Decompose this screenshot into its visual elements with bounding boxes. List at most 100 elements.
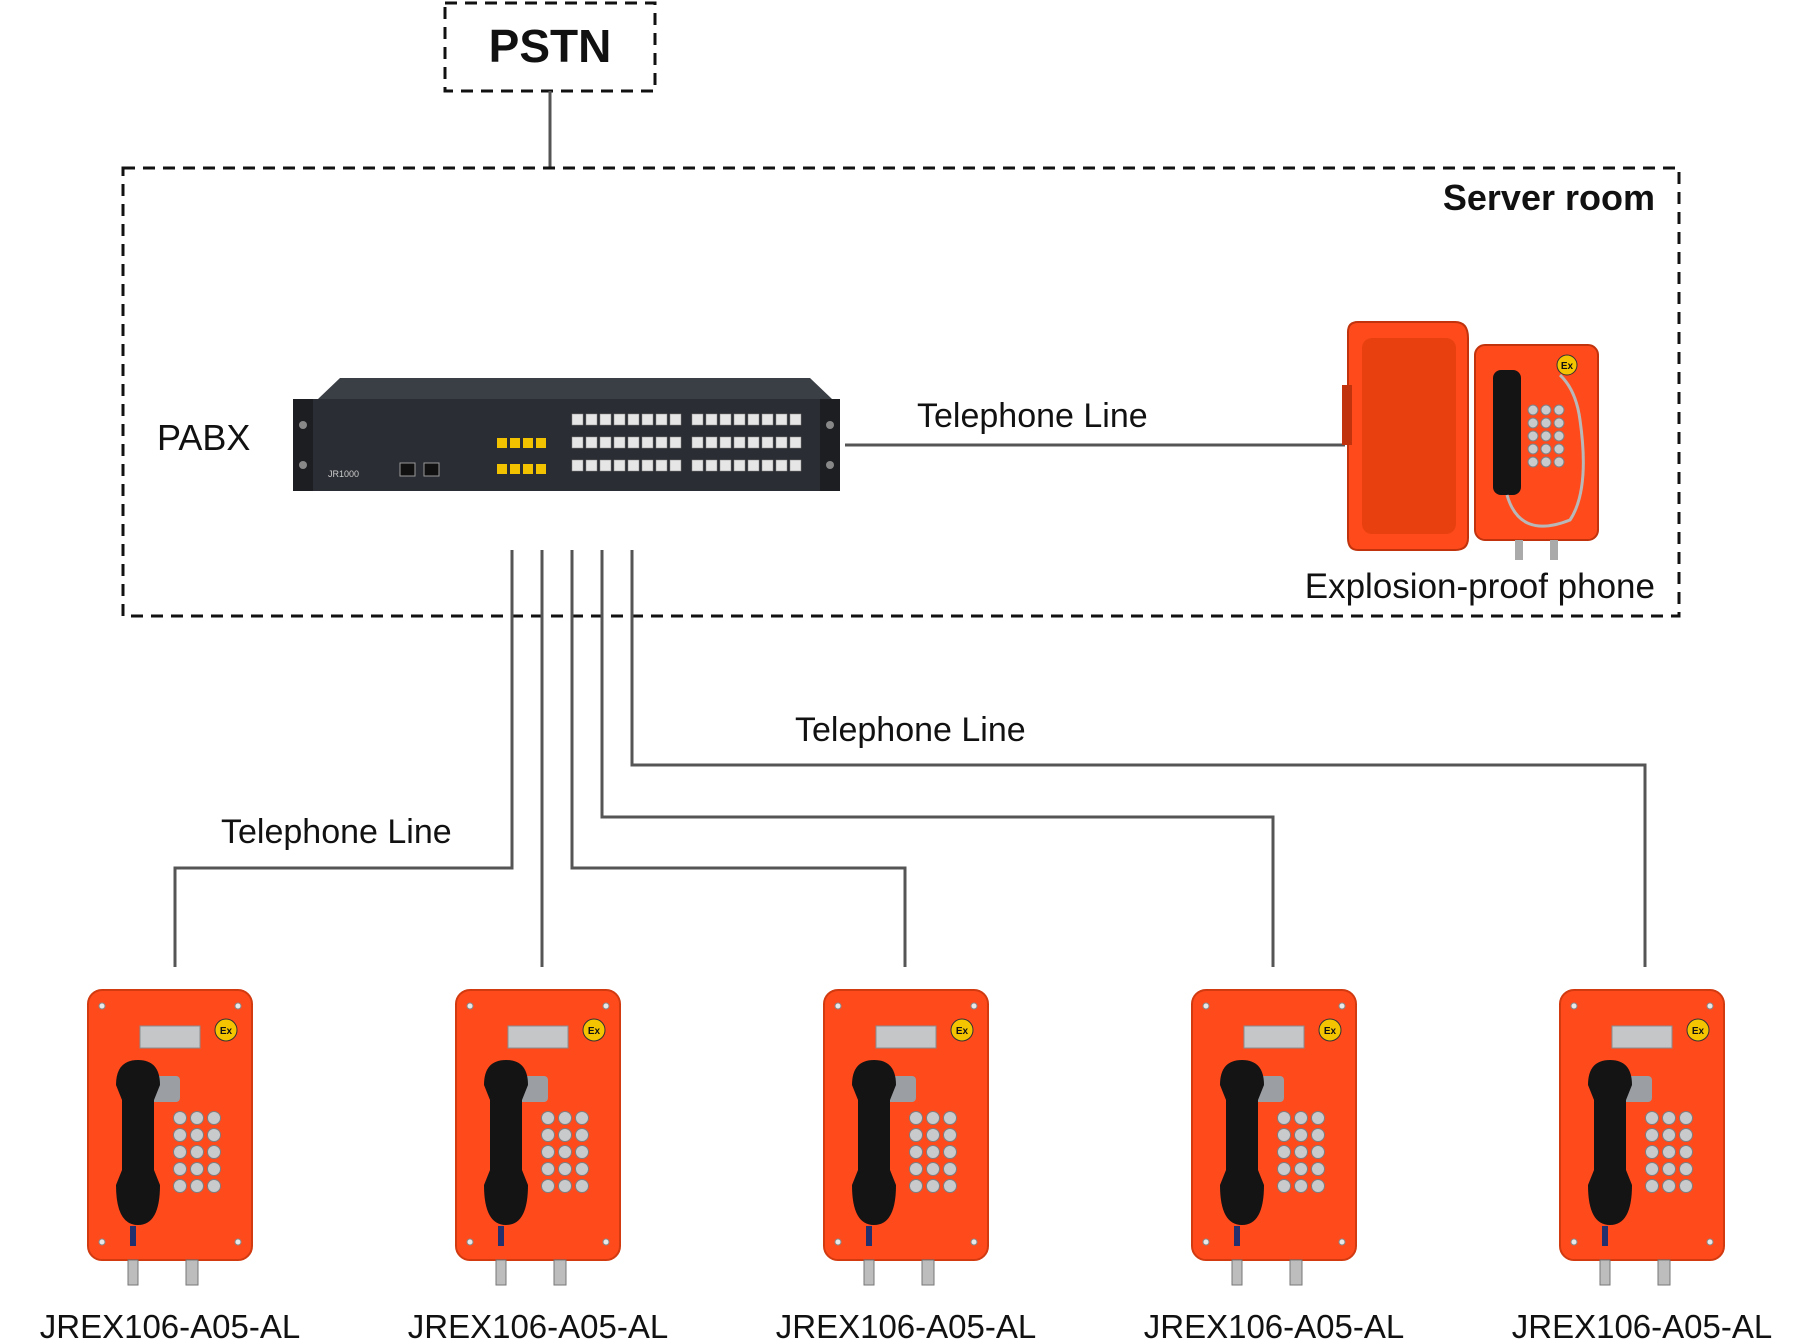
- ex-badge-icon: [1686, 1018, 1710, 1042]
- keypad-key: [1311, 1162, 1325, 1176]
- pabx-port: [599, 459, 612, 472]
- keypad-key: [926, 1128, 940, 1142]
- keypad-key: [1527, 417, 1539, 429]
- server-room-boundary: Server room: [121, 166, 1681, 618]
- pabx-port: [719, 436, 732, 449]
- cable-gland: [1231, 1259, 1243, 1286]
- screw: [1202, 1238, 1210, 1246]
- keypad-key: [207, 1179, 221, 1193]
- keypad-key: [173, 1179, 187, 1193]
- server-room-label: Server room: [1443, 177, 1655, 218]
- keypad-key: [1645, 1111, 1659, 1125]
- keypad-key: [1553, 456, 1565, 468]
- pabx-yellow-port: [510, 438, 520, 448]
- keypad-key: [541, 1162, 555, 1176]
- keypad-key: [926, 1145, 940, 1159]
- pabx-port: [613, 413, 626, 426]
- screw: [602, 1238, 610, 1246]
- screw: [466, 1238, 474, 1246]
- phone-model-label: JREX106-A05-AL: [1144, 1308, 1404, 1344]
- keypad-key: [926, 1179, 940, 1193]
- line-to-phone-4: [600, 550, 1275, 967]
- pabx-port: [641, 436, 654, 449]
- line-label-wall-phone: Telephone Line: [917, 397, 1148, 435]
- screw: [1338, 1238, 1346, 1246]
- keypad-key: [1540, 404, 1552, 416]
- keypad-key: [943, 1179, 957, 1193]
- phones-row: ExJREX106-A05-ALExJREX106-A05-ALExJREX10…: [40, 989, 1772, 1344]
- pabx-port: [571, 459, 584, 472]
- pabx-port: [775, 436, 788, 449]
- keypad-key: [909, 1162, 923, 1176]
- screw: [1570, 1238, 1578, 1246]
- keypad-key: [190, 1162, 204, 1176]
- keypad-key: [190, 1128, 204, 1142]
- screw: [98, 1238, 106, 1246]
- trunk-lines: [173, 550, 1647, 967]
- keypad-key: [558, 1128, 572, 1142]
- screw: [1706, 1238, 1714, 1246]
- screw: [466, 1002, 474, 1010]
- wall-phone-label: Explosion-proof phone: [1305, 567, 1655, 606]
- keypad-key: [909, 1111, 923, 1125]
- keypad-key: [1645, 1162, 1659, 1176]
- keypad-key: [1277, 1128, 1291, 1142]
- keypad-key: [1679, 1179, 1693, 1193]
- handset-cord: [1602, 1226, 1608, 1246]
- pabx-device: JR1000: [293, 378, 840, 491]
- screw: [234, 1238, 242, 1246]
- handset-cord: [498, 1226, 504, 1246]
- pabx-port: [669, 413, 682, 426]
- keypad-key: [1311, 1145, 1325, 1159]
- pabx-port: [613, 459, 626, 472]
- pabx-port: [585, 459, 598, 472]
- pabx-port: [733, 459, 746, 472]
- keypad-key: [1527, 404, 1539, 416]
- keypad-key: [1311, 1128, 1325, 1142]
- keypad-key: [1540, 456, 1552, 468]
- keypad-key: [1294, 1111, 1308, 1125]
- screw: [1570, 1002, 1578, 1010]
- pabx-port: [789, 459, 802, 472]
- pabx-port: [747, 459, 760, 472]
- pabx-port: [571, 436, 584, 449]
- keypad-key: [173, 1145, 187, 1159]
- pabx-port: [775, 413, 788, 426]
- keypad-key: [1277, 1145, 1291, 1159]
- pabx-port: [613, 436, 626, 449]
- keypad-key: [1679, 1145, 1693, 1159]
- keypad-key: [1540, 417, 1552, 429]
- keypad-key: [575, 1128, 589, 1142]
- line-to-phone-1: [173, 550, 514, 967]
- keypad-key: [173, 1111, 187, 1125]
- pabx-port: [599, 436, 612, 449]
- line-to-phone-3: [570, 550, 907, 967]
- pabx-port: [761, 413, 774, 426]
- keypad-key: [558, 1162, 572, 1176]
- keypad-key: [1540, 430, 1552, 442]
- keypad-key: [207, 1145, 221, 1159]
- pabx-model: JR1000: [328, 469, 359, 479]
- keypad-key: [1294, 1162, 1308, 1176]
- keypad-key: [207, 1128, 221, 1142]
- keypad-key: [1679, 1128, 1693, 1142]
- keypad-key: [1527, 430, 1539, 442]
- display-window: [875, 1025, 937, 1049]
- ex-badge-text: Ex: [1692, 1026, 1705, 1037]
- keypad-key: [1645, 1128, 1659, 1142]
- pstn-node: PSTN: [443, 1, 657, 93]
- keypad-key: [1553, 430, 1565, 442]
- wall-phone-keypad: [1527, 404, 1565, 468]
- keypad-key: [541, 1128, 555, 1142]
- keypad-key: [558, 1145, 572, 1159]
- keypad-key: [541, 1145, 555, 1159]
- ex-badge-icon: [214, 1018, 238, 1042]
- pabx-port: [789, 413, 802, 426]
- keypad-key: [1277, 1111, 1291, 1125]
- keypad-key: [1294, 1145, 1308, 1159]
- keypad-key: [909, 1128, 923, 1142]
